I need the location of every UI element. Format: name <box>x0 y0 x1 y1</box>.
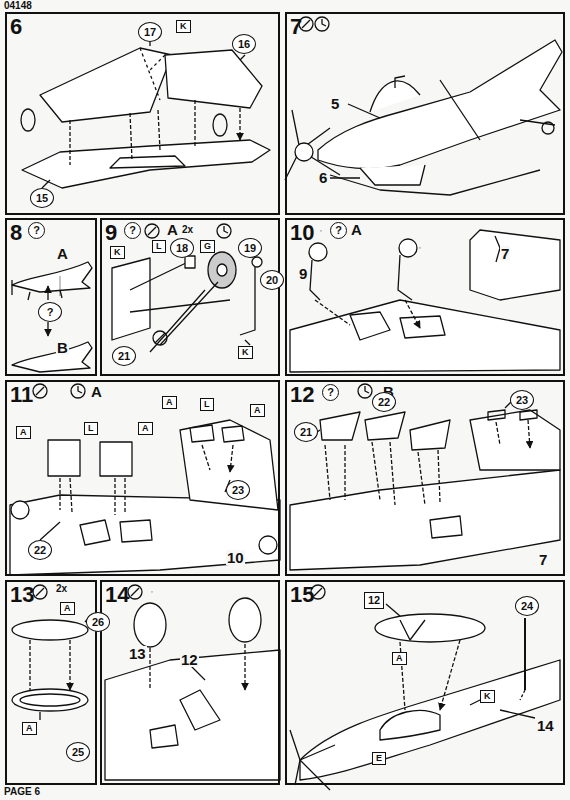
wing-parts <box>21 32 270 188</box>
callout-number: 23 <box>510 390 534 410</box>
callout-number: 16 <box>232 34 256 54</box>
color-flag: E <box>372 752 386 765</box>
color-flag: L <box>84 422 98 435</box>
step-number: 15 <box>287 582 314 606</box>
color-flag: L <box>200 398 214 411</box>
step-number: 9 <box>102 220 117 244</box>
part-number: A <box>350 222 363 237</box>
part-number: 9 <box>298 266 308 281</box>
page-note: 2x <box>182 225 193 235</box>
step-number: 8 <box>7 220 22 244</box>
step-number: 11 <box>7 382 33 406</box>
help-symbol: ? <box>322 384 339 401</box>
step-panel: 14 <box>100 580 280 785</box>
part-number: 5 <box>330 96 340 111</box>
step-number: 14 <box>102 582 129 606</box>
callout-number: 23 <box>226 480 250 500</box>
color-flag: K <box>110 246 125 259</box>
color-flag: K <box>176 20 191 33</box>
callout-number: ? <box>38 302 62 322</box>
part-number: B <box>56 340 69 355</box>
color-flag: A <box>162 396 177 409</box>
color-flag: A <box>392 652 407 665</box>
help-symbol: ? <box>124 222 141 239</box>
color-flag: A <box>250 404 265 417</box>
color-flag: A <box>22 722 37 735</box>
part-number: 6 <box>318 170 328 185</box>
help-symbol: ? <box>28 222 45 239</box>
step-number: 6 <box>7 14 22 38</box>
color-flag: K <box>480 690 495 703</box>
color-flag: L <box>152 240 166 253</box>
color-flag: K <box>238 346 253 359</box>
callout-number: 22 <box>372 392 396 412</box>
page-note: 04148 <box>4 1 32 11</box>
part-number: 7 <box>538 552 548 567</box>
step-panel: 8 <box>5 218 97 376</box>
callout-number: 19 <box>238 238 262 258</box>
step-number: 13 <box>7 582 34 606</box>
callout-number: 22 <box>28 540 52 560</box>
page-note: 2x <box>56 584 67 594</box>
callout-number: 25 <box>66 742 90 762</box>
callout-number: 20 <box>260 270 284 290</box>
callout-number: 15 <box>30 188 54 208</box>
part-number: 10 <box>226 550 245 565</box>
help-symbol: ? <box>330 222 347 239</box>
callout-number: 24 <box>515 596 539 616</box>
page-note: PAGE 6 <box>4 787 40 797</box>
callout-number: 21 <box>294 422 318 442</box>
gear-doors-b <box>290 398 560 570</box>
part-number: 7 <box>500 246 510 261</box>
fuselage-side <box>285 40 562 195</box>
color-flag: A <box>16 426 31 439</box>
boxed-part-number: 12 <box>364 592 384 609</box>
version-silhouettes <box>12 262 92 372</box>
color-flag: A <box>60 602 75 615</box>
callout-number: 18 <box>170 238 194 258</box>
step-number: 7 <box>287 14 302 38</box>
part-number: 12 <box>180 652 199 667</box>
part-number: 14 <box>536 718 555 733</box>
callout-number: 17 <box>138 22 162 42</box>
color-flag: A <box>138 422 153 435</box>
part-number: 13 <box>128 646 147 661</box>
color-flag: G <box>200 240 215 253</box>
wheel-assembly <box>112 252 262 352</box>
step-panel: 10 <box>285 218 565 376</box>
step-number: 10 <box>287 220 314 244</box>
canopy-parts <box>12 614 92 720</box>
part-number: A <box>166 222 179 237</box>
callout-number: 26 <box>86 612 110 632</box>
gear-doors <box>10 420 280 575</box>
part-number: A <box>90 384 103 399</box>
callout-number: 21 <box>112 346 136 366</box>
canopy-fitting <box>290 604 560 790</box>
gear-legs <box>290 230 560 372</box>
step-number: 12 <box>287 382 314 406</box>
wing-top <box>105 598 280 780</box>
part-number: A <box>56 246 69 261</box>
